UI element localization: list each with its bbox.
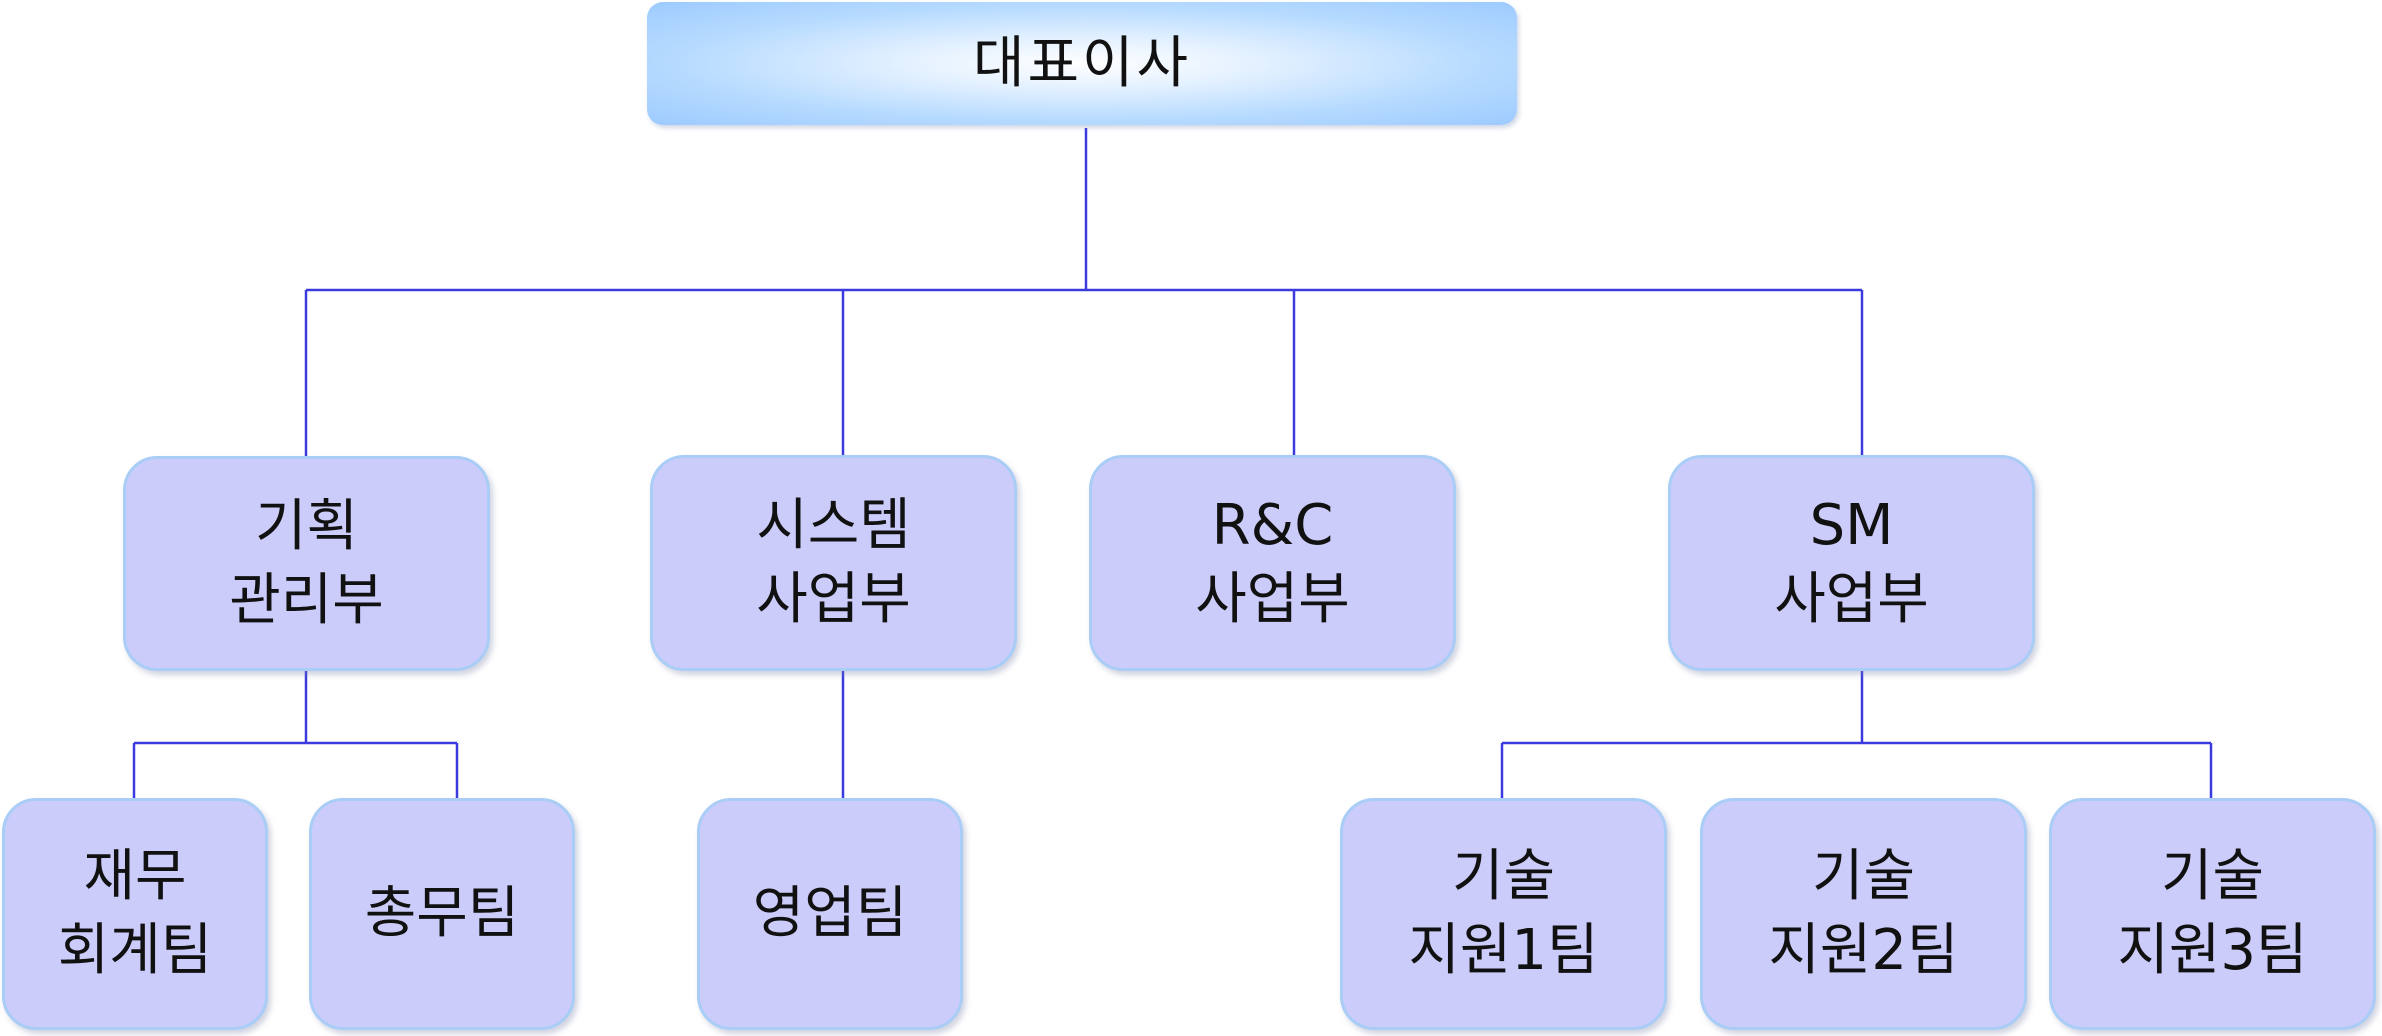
division-rnc-node: R&C 사업부: [1089, 455, 1456, 671]
ceo-node: 대표이사: [647, 2, 1517, 125]
division-sm-node: SM 사업부: [1668, 455, 2035, 671]
division-planning-line2: 관리부: [229, 567, 384, 633]
division-planning-node: 기획 관리부: [123, 456, 490, 671]
team-tech-support-2-line2: 지원2팀: [1768, 918, 1959, 983]
team-finance-line1: 재무: [83, 844, 187, 909]
team-tech-support-1-line2: 지원1팀: [1408, 918, 1599, 983]
ceo-label: 대표이사: [972, 30, 1192, 96]
division-system-node: 시스템 사업부: [650, 455, 1017, 671]
team-tech-support-1-node: 기술 지원1팀: [1340, 798, 1667, 1030]
team-tech-support-3-line1: 기술: [2160, 844, 2265, 909]
division-rnc-line1: R&C: [1211, 493, 1334, 558]
team-tech-support-3-line2: 지원3팀: [2117, 918, 2308, 983]
division-planning-line1: 기획: [254, 493, 359, 559]
division-system-line1: 시스템: [756, 493, 911, 558]
team-sales-line1: 영업팀: [752, 881, 908, 946]
team-general-affairs-node: 총무팀: [309, 798, 575, 1030]
team-tech-support-2-node: 기술 지원2팀: [1700, 798, 2027, 1030]
team-general-affairs-line1: 총무팀: [364, 881, 520, 946]
team-tech-support-1-line1: 기술: [1451, 844, 1556, 909]
division-system-line2: 사업부: [756, 567, 911, 632]
team-sales-node: 영업팀: [697, 798, 963, 1030]
division-sm-line1: SM: [1809, 493, 1894, 558]
team-finance-node: 재무 회계팀: [2, 798, 268, 1030]
team-tech-support-2-line1: 기술: [1811, 844, 1916, 909]
team-tech-support-3-node: 기술 지원3팀: [2049, 798, 2376, 1030]
division-sm-line2: 사업부: [1774, 567, 1929, 632]
team-finance-line2: 회계팀: [57, 918, 213, 983]
division-rnc-line2: 사업부: [1195, 567, 1350, 632]
